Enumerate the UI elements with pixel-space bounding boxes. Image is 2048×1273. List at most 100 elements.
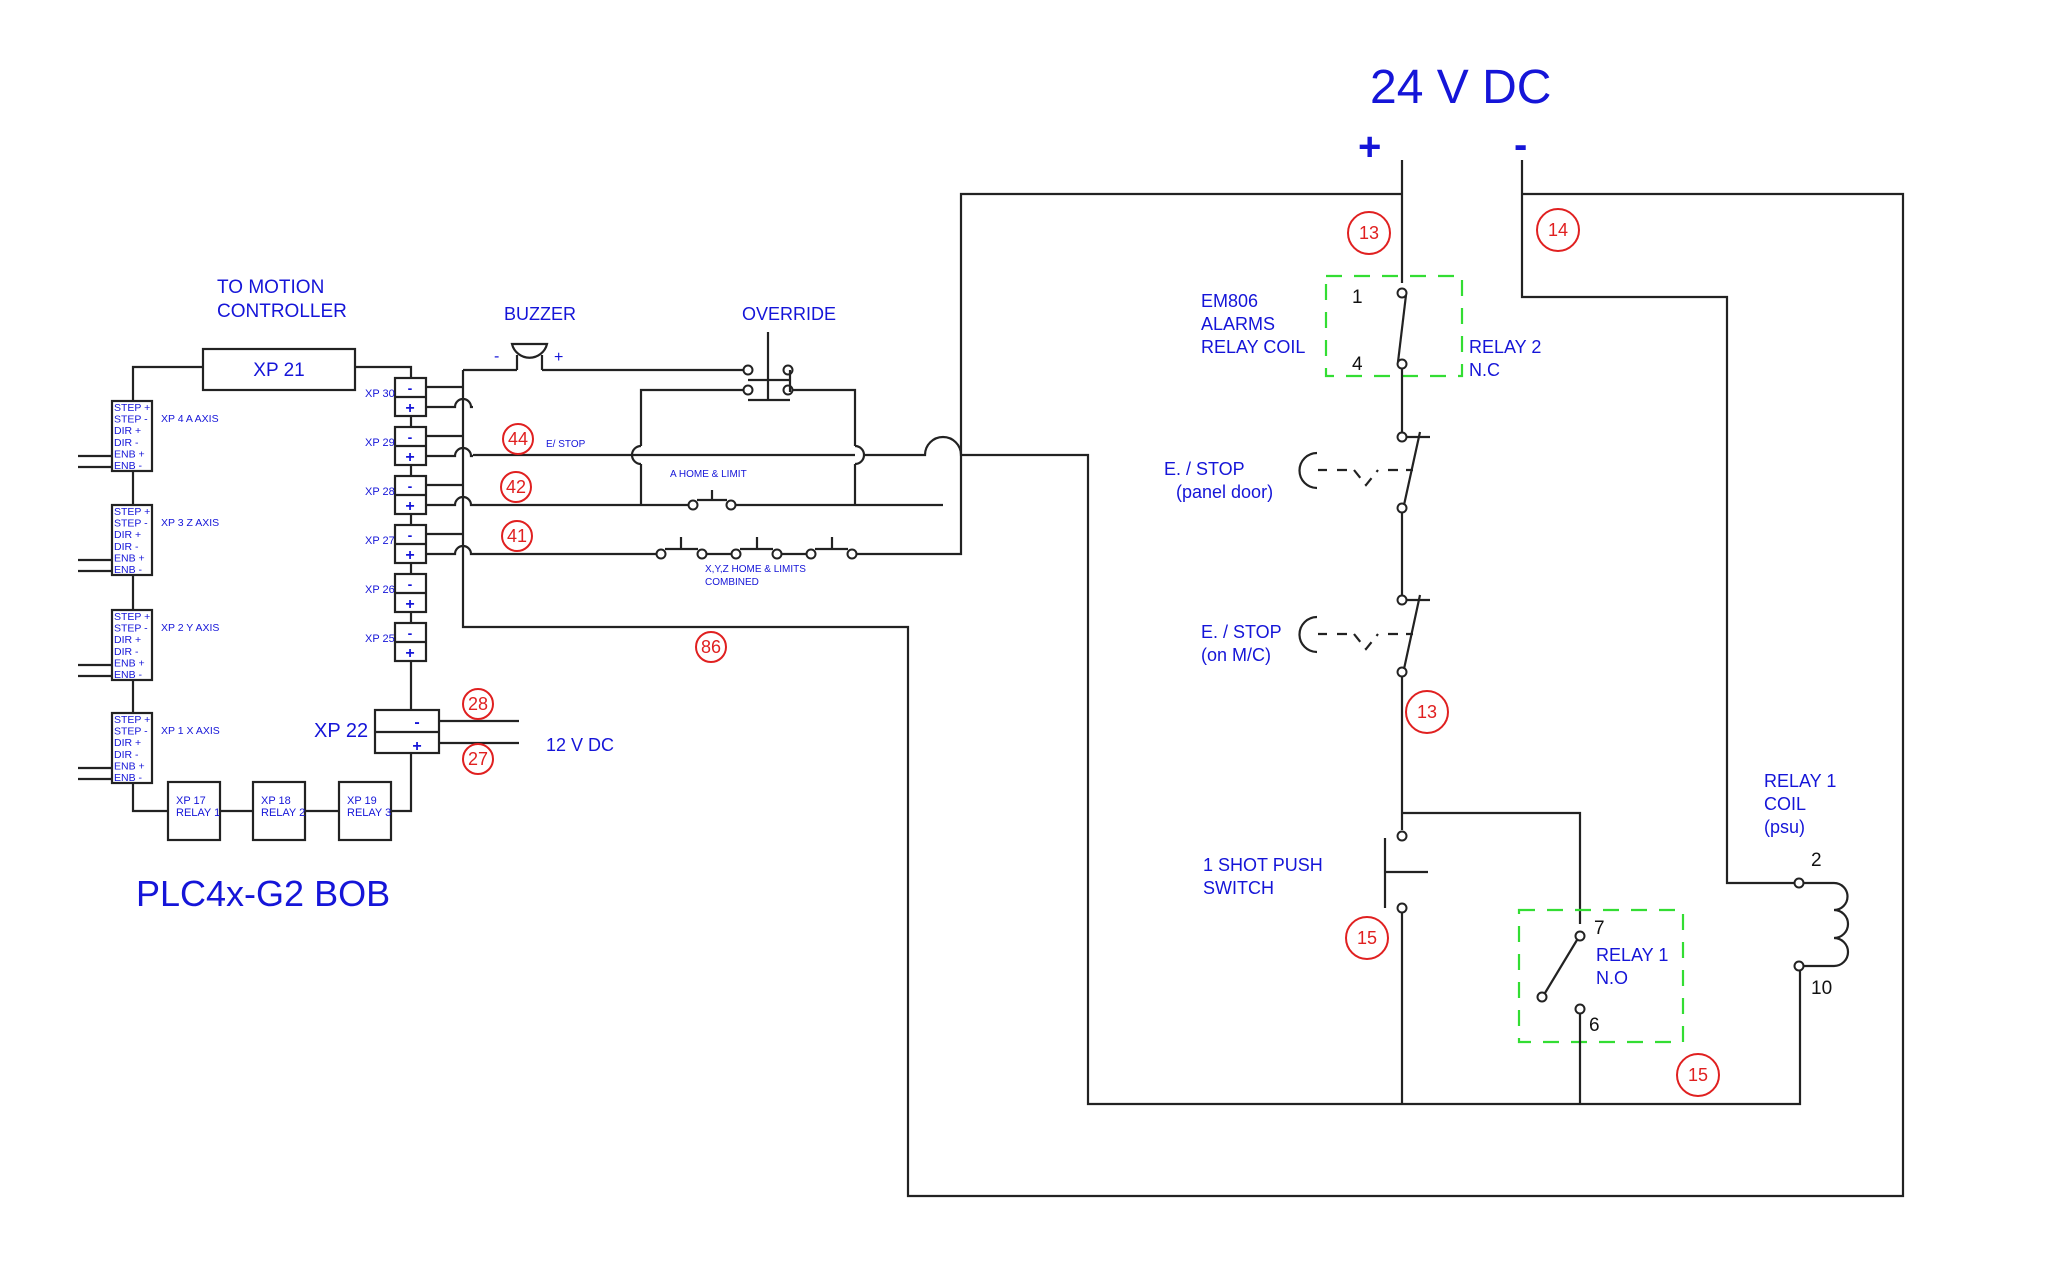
supply-minus-label: - [1514,123,1527,167]
relay1-no-contact-icon [1536,930,1586,1015]
relay1-coil-pin-10: 10 [1811,978,1832,999]
wire-12v [439,719,519,745]
wire [792,388,857,505]
io-terminal-label: XP 29 [365,437,395,449]
wire-tag-15-bottom: 15 [1676,1053,1720,1097]
axis-block: STEP +STEP -DIR +DIR -ENB +ENB -XP 1 X A… [78,711,220,785]
svg-text:ALARMS: ALARMS [1201,314,1275,334]
buzzer-minus: - [494,348,499,365]
svg-text:COIL: COIL [1764,794,1806,814]
axis-pin-label: ENB - [114,772,143,784]
supply-24v-title: 24 V DC [1370,61,1551,114]
svg-text:1 SHOT PUSH: 1 SHOT PUSH [1203,855,1323,875]
wire-tag-41: 41 [501,520,533,552]
estop-panel-door-label: E. / STOP (panel door) [1164,459,1273,502]
wire-24v-minus [1520,160,1795,885]
svg-text:-: - [408,478,413,494]
axis-pin-label: STEP + [114,714,150,726]
svg-text:RELAY 1: RELAY 1 [1596,945,1668,965]
relay1-no-box [1517,908,1685,1044]
svg-text:E. / STOP: E. / STOP [1201,622,1282,642]
estop-mc-icon [1298,594,1430,678]
wire-86-loop [461,192,1905,1198]
io-terminal-label: XP 30 [365,388,395,400]
override-switch-icon [742,332,794,402]
axis-pin-label: DIR + [114,529,141,541]
svg-text:RELAY 2: RELAY 2 [1469,337,1541,357]
axis-pin-label: ENB + [114,448,145,460]
relay2-nc-contact-icon [1396,287,1408,370]
axis-pin-label: ENB + [114,552,145,564]
relay2-nc-box [1324,274,1464,378]
axis-block-label: XP 4 A AXIS [161,413,219,425]
estop-line-label: E/ STOP [546,439,586,450]
svg-text:SWITCH: SWITCH [1203,878,1274,898]
svg-text:TO MOTION: TO MOTION [217,277,324,298]
svg-text:+: + [405,645,414,662]
svg-text:XP 18: XP 18 [261,795,291,807]
svg-text:-: - [408,625,413,641]
wire [78,454,112,469]
wire-tag-86: 86 [695,631,727,663]
estop-panel-door-icon [1298,431,1430,514]
axis-block: STEP +STEP -DIR +DIR -ENB +ENB -XP 3 Z A… [78,503,219,577]
svg-text:X,Y,Z HOME & LIMITS: X,Y,Z HOME & LIMITS [705,564,806,575]
xp21-connector [201,347,357,392]
axis-pin-label: ENB - [114,564,143,576]
wire [355,365,413,378]
xp22-label: XP 22 [314,720,368,742]
to-motion-controller-label: TO MOTION CONTROLLER [217,277,347,322]
svg-text:N.O: N.O [1596,968,1628,988]
supply-12v-label: 12 V DC [546,735,614,755]
em806-label: EM806 ALARMS RELAY COIL [1201,291,1305,357]
buzzer-plus: + [554,349,563,366]
svg-text:RELAY COIL: RELAY COIL [1201,337,1305,357]
a-home-limit-label: A HOME & LIMIT [670,469,747,480]
relay1-coil-pin-2: 2 [1811,850,1822,871]
svg-text:14: 14 [1548,220,1568,240]
wire-44 [473,435,1802,1106]
wire-tag-15-left: 15 [1345,916,1389,960]
axis-pin-label: DIR - [114,437,139,449]
svg-text:(panel door): (panel door) [1176,482,1273,502]
relay2-pin-4: 4 [1352,354,1363,375]
axis-pin-label: STEP + [114,611,150,623]
svg-text:E. / STOP: E. / STOP [1164,459,1245,479]
svg-text:RELAY 1: RELAY 1 [1764,771,1836,791]
svg-text:-: - [408,576,413,592]
axis-pin-label: STEP + [114,402,150,414]
wire-tag-27: 27 [462,743,494,775]
wire-tag-13-top: 13 [1347,211,1391,255]
wire [78,558,112,573]
relay1-coil-label: RELAY 1 COIL (psu) [1764,771,1836,837]
one-shot-push-switch-label: 1 SHOT PUSH SWITCH [1203,855,1323,898]
wire-tag-13-mid: 13 [1405,690,1449,734]
supply-plus-label: + [1358,125,1381,169]
board-name-label: PLC4x-G2 BOB [136,873,390,914]
axis-pin-label: STEP - [114,518,148,530]
axis-pin-label: DIR + [114,737,141,749]
io-terminal: -+XP 29 [365,425,473,476]
axis-pin-label: STEP + [114,506,150,518]
svg-text:13: 13 [1359,223,1379,243]
io-terminal: -+XP 26 [365,572,428,623]
axis-block: STEP +STEP -DIR +DIR -ENB +ENB -XP 4 A A… [78,399,219,473]
svg-text:XP 17: XP 17 [176,795,206,807]
io-terminal: -+XP 27 [365,523,473,574]
io-terminal-label: XP 28 [365,486,395,498]
svg-text:15: 15 [1357,928,1377,948]
io-terminal: -+XP 30 [365,376,473,427]
svg-text:RELAY 3: RELAY 3 [347,807,391,819]
svg-text:+: + [405,547,414,564]
io-terminals: -+XP 30-+XP 29-+XP 28-+XP 27-+XP 26-+XP … [365,376,473,663]
axis-pin-label: STEP - [114,623,148,635]
svg-text:COMBINED: COMBINED [705,577,759,588]
io-terminal: -+XP 25 [365,621,428,663]
svg-text:-: - [408,429,413,445]
axis-block-label: XP 1 X AXIS [161,725,220,737]
wire [78,766,112,781]
wire-jump [426,495,473,507]
wire-tag-14: 14 [1536,208,1580,252]
axis-pin-label: DIR - [114,646,139,658]
